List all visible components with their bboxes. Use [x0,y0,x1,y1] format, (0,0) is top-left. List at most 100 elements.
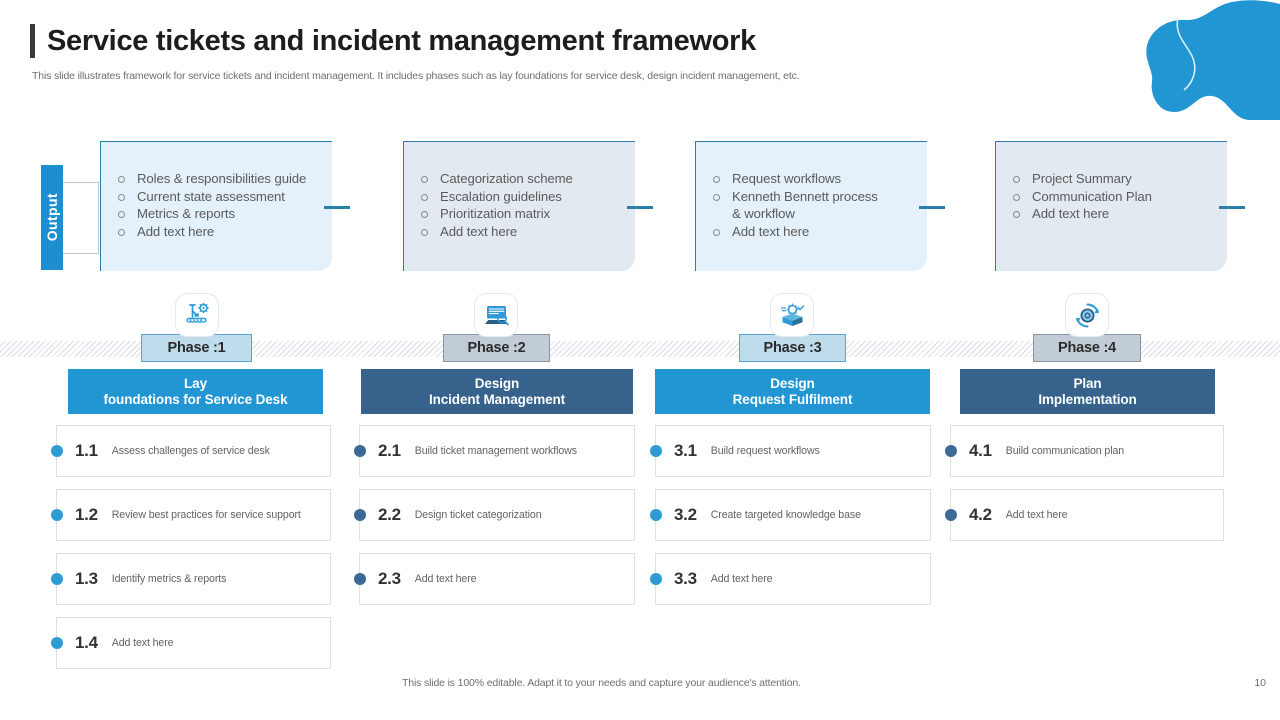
output-tab: Output [41,165,63,270]
output-connector-4 [1219,206,1245,209]
task-bullet-icon [650,509,662,521]
phase-heading-4: Plan Implementation [960,369,1215,414]
task-row[interactable]: 1.1 Assess challenges of service desk [51,425,331,477]
task-number: 1.3 [75,569,98,588]
task-text: Add text here [111,636,174,649]
output-item: Categorization scheme [418,170,625,188]
decorative-blob [1100,0,1280,120]
task-number: 2.2 [378,505,401,524]
task-row[interactable]: 4.1 Build communication plan [945,425,1224,477]
output-item: Add text here [710,223,917,241]
task-text: Build ticket management workflows [414,444,577,457]
output-item: Project Summary [1010,170,1217,188]
task-bullet-icon [650,445,662,457]
phase-icon-open-box-package-icon [771,294,813,336]
phase-heading-2: Design Incident Management [361,369,633,414]
output-connector-2 [627,206,653,209]
phase-title-line2: Incident Management [428,391,566,407]
output-item: & workflow [732,206,795,221]
task-row[interactable]: 2.1 Build ticket management workflows [354,425,635,477]
task-row[interactable]: 3.2 Create targeted knowledge base [650,489,931,541]
output-item: Kenneth Bennett process [710,188,917,206]
output-item: Request workflows [710,170,917,188]
phase-heading-3: Design Request Fulfilment [655,369,930,414]
task-text: Build request workflows [710,444,820,457]
page-subtitle: This slide illustrates framework for ser… [32,70,800,83]
task-number: 3.1 [674,441,697,460]
task-text: Create targeted knowledge base [710,508,861,521]
task-bullet-icon [51,637,63,649]
task-row[interactable]: 1.2 Review best practices for service su… [51,489,331,541]
phase-label-3[interactable]: Phase :3 [739,334,846,362]
phase-icon-laptop-monitor-icon [475,294,517,336]
task-number: 1.1 [75,441,98,460]
page-number: 10 [1254,677,1266,689]
task-row[interactable]: 4.2 Add text here [945,489,1224,541]
slide-header: Service tickets and incident management … [30,24,1030,82]
phase-label-4[interactable]: Phase :4 [1033,334,1141,362]
task-text: Assess challenges of service desk [111,444,270,457]
task-bullet-icon [51,445,63,457]
task-row[interactable]: 3.3 Add text here [650,553,931,605]
output-item: Escalation guidelines [418,188,625,206]
phase-heading-1: Lay foundations for Service Desk [68,369,323,414]
title-accent-bar [30,24,35,59]
output-item: Communication Plan [1010,188,1217,206]
output-item: Add text here [1010,205,1217,223]
footer-note: This slide is 100% editable. Adapt it to… [402,677,801,689]
output-item: Add text here [418,223,625,241]
task-number: 4.1 [969,441,992,460]
task-row[interactable]: 3.1 Build request workflows [650,425,931,477]
task-number: 4.2 [969,505,992,524]
task-bullet-icon [51,509,63,521]
phase-title-line1: Design [770,375,815,391]
task-bullet-icon [354,509,366,521]
page-title: Service tickets and incident management … [47,25,756,57]
output-item: Roles & responsibilities guide [115,170,322,188]
phase-icon-cycle-refresh-icon [1066,294,1108,336]
task-bullet-icon [650,573,662,585]
task-bullet-icon [945,445,957,457]
output-tab-label: Output [44,193,60,242]
output-connector-3 [919,206,945,209]
output-item: Current state assessment [115,188,322,206]
phase-label-2[interactable]: Phase :2 [443,334,550,362]
phase-icon-robotic-arm-gear-icon [176,294,218,336]
phase-title-line2: foundations for Service Desk [103,391,288,407]
output-connector-1 [324,206,350,209]
task-row[interactable]: 2.2 Design ticket categorization [354,489,635,541]
output-item: Add text here [115,223,322,241]
task-number: 1.4 [75,633,98,652]
output-bracket [63,182,99,254]
task-bullet-icon [51,573,63,585]
task-bullet-icon [354,445,366,457]
output-item: Metrics & reports [115,205,322,223]
phase-title-line1: Lay [184,375,207,391]
phase-title-line2: Implementation [1038,391,1137,407]
task-bullet-icon [354,573,366,585]
task-text: Review best practices for service suppor… [111,508,301,521]
task-number: 2.1 [378,441,401,460]
task-text: Identify metrics & reports [111,572,227,585]
phase-title-line2: Request Fulfilment [732,391,853,407]
task-number: 3.2 [674,505,697,524]
phase-label-1[interactable]: Phase :1 [141,334,252,362]
task-row[interactable]: 1.3 Identify metrics & reports [51,553,331,605]
task-row[interactable]: 1.4 Add text here [51,617,331,669]
task-text: Add text here [710,572,773,585]
task-row[interactable]: 2.3 Add text here [354,553,635,605]
output-item: Prioritization matrix [418,205,625,223]
task-text: Add text here [414,572,477,585]
phase-title-line1: Design [474,375,520,391]
phase-title-line1: Plan [1073,375,1102,391]
task-number: 3.3 [674,569,697,588]
task-number: 1.2 [75,505,98,524]
